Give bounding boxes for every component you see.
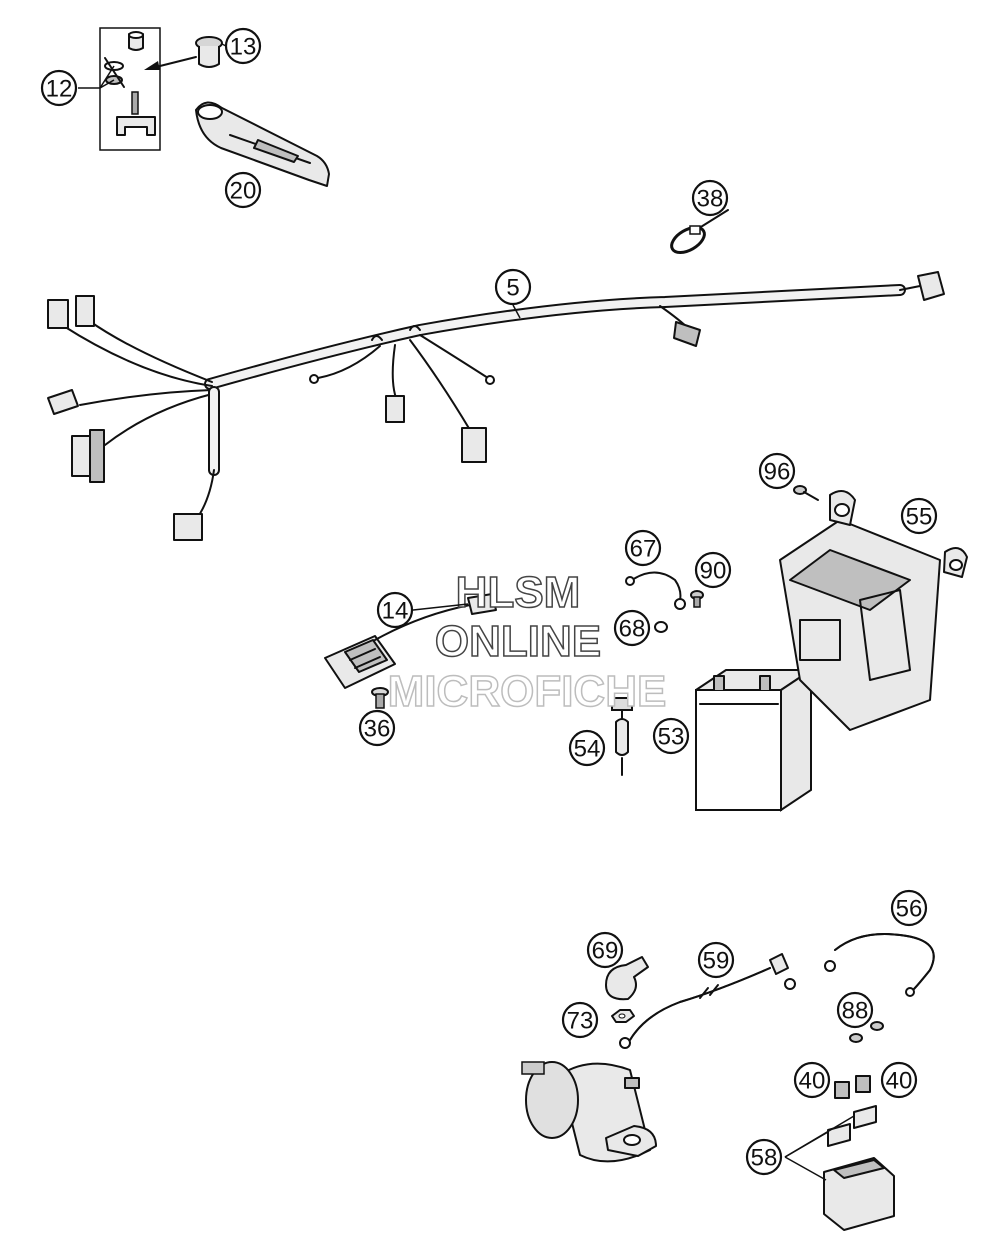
svg-text:55: 55 [906,504,933,531]
part-67-cable [625,571,686,610]
part-12-screw-kit [99,27,161,151]
part-69-terminal-cap [605,956,649,1001]
callout-55: 55 [900,497,938,535]
svg-text:58: 58 [751,1145,778,1172]
callout-90: 90 [694,551,732,589]
callout-56: 56 [890,889,928,927]
callout-12: 12 [40,69,78,107]
part-73-nut [611,1009,635,1023]
callout-67: 67 [624,529,662,567]
svg-text:69: 69 [592,938,619,965]
svg-text:73: 73 [567,1008,594,1035]
svg-text:96: 96 [764,459,791,486]
part-36-screw [371,687,389,709]
watermark: HLSM ONLINE MICROFICHE [387,567,667,717]
part-55-battery-tray [779,490,968,731]
callout-68: 68 [613,609,651,647]
svg-text:53: 53 [658,724,685,751]
callout-69: 69 [586,931,624,969]
callout-5: 5 [494,268,532,306]
callout-36: 36 [358,709,396,747]
part-40-fuses [834,1075,871,1099]
callout-20: 20 [224,171,262,209]
callout-38: 38 [691,179,729,217]
part-14-regulator [324,593,497,689]
part-53-battery [695,668,812,812]
svg-text:88: 88 [842,998,869,1025]
svg-text:54: 54 [574,736,601,763]
watermark-line-2: ONLINE [435,617,601,666]
part-59-starter-cable [619,953,796,1049]
svg-text:67: 67 [630,536,657,563]
part-13-grommet [195,36,223,68]
watermark-line-1: HLSM [456,568,581,617]
arrow-pointer [144,56,197,70]
callout-58: 58 [745,1138,783,1176]
part-20-bracket [195,101,330,187]
callout-40-right: 40 [880,1061,918,1099]
svg-text:38: 38 [697,186,724,213]
part-68-washer [654,621,668,633]
part-54-fuse-lead [611,697,633,776]
svg-text:40: 40 [886,1068,913,1095]
callout-88: 88 [836,991,874,1029]
svg-text:12: 12 [46,76,73,103]
svg-text:14: 14 [382,598,409,625]
callout-73: 73 [561,1001,599,1039]
callout-53: 53 [652,717,690,755]
watermark-line-3: MICROFICHE [388,667,667,716]
callout-59: 59 [697,941,735,979]
callout-40-left: 40 [793,1061,831,1099]
part-56-ground-cable [824,933,935,997]
svg-text:56: 56 [896,896,923,923]
svg-text:5: 5 [506,275,519,302]
svg-text:13: 13 [230,34,257,61]
svg-text:68: 68 [619,616,646,643]
part-58-starter-relay [823,1105,895,1231]
svg-text:36: 36 [364,716,391,743]
callout-96: 96 [758,452,796,490]
svg-text:40: 40 [799,1068,826,1095]
callout-54: 54 [568,729,606,767]
part-88-screws [849,1021,884,1043]
svg-text:20: 20 [230,178,257,205]
callout-13: 13 [224,27,262,65]
part-38-cable-tie [670,209,729,254]
part-96-screw [793,485,819,501]
svg-text:90: 90 [700,558,727,585]
part-90-screw [690,590,704,608]
svg-text:59: 59 [703,948,730,975]
callout-14: 14 [376,591,414,629]
starter-motor [521,1061,657,1163]
part-5-wiring-harness [47,271,945,541]
